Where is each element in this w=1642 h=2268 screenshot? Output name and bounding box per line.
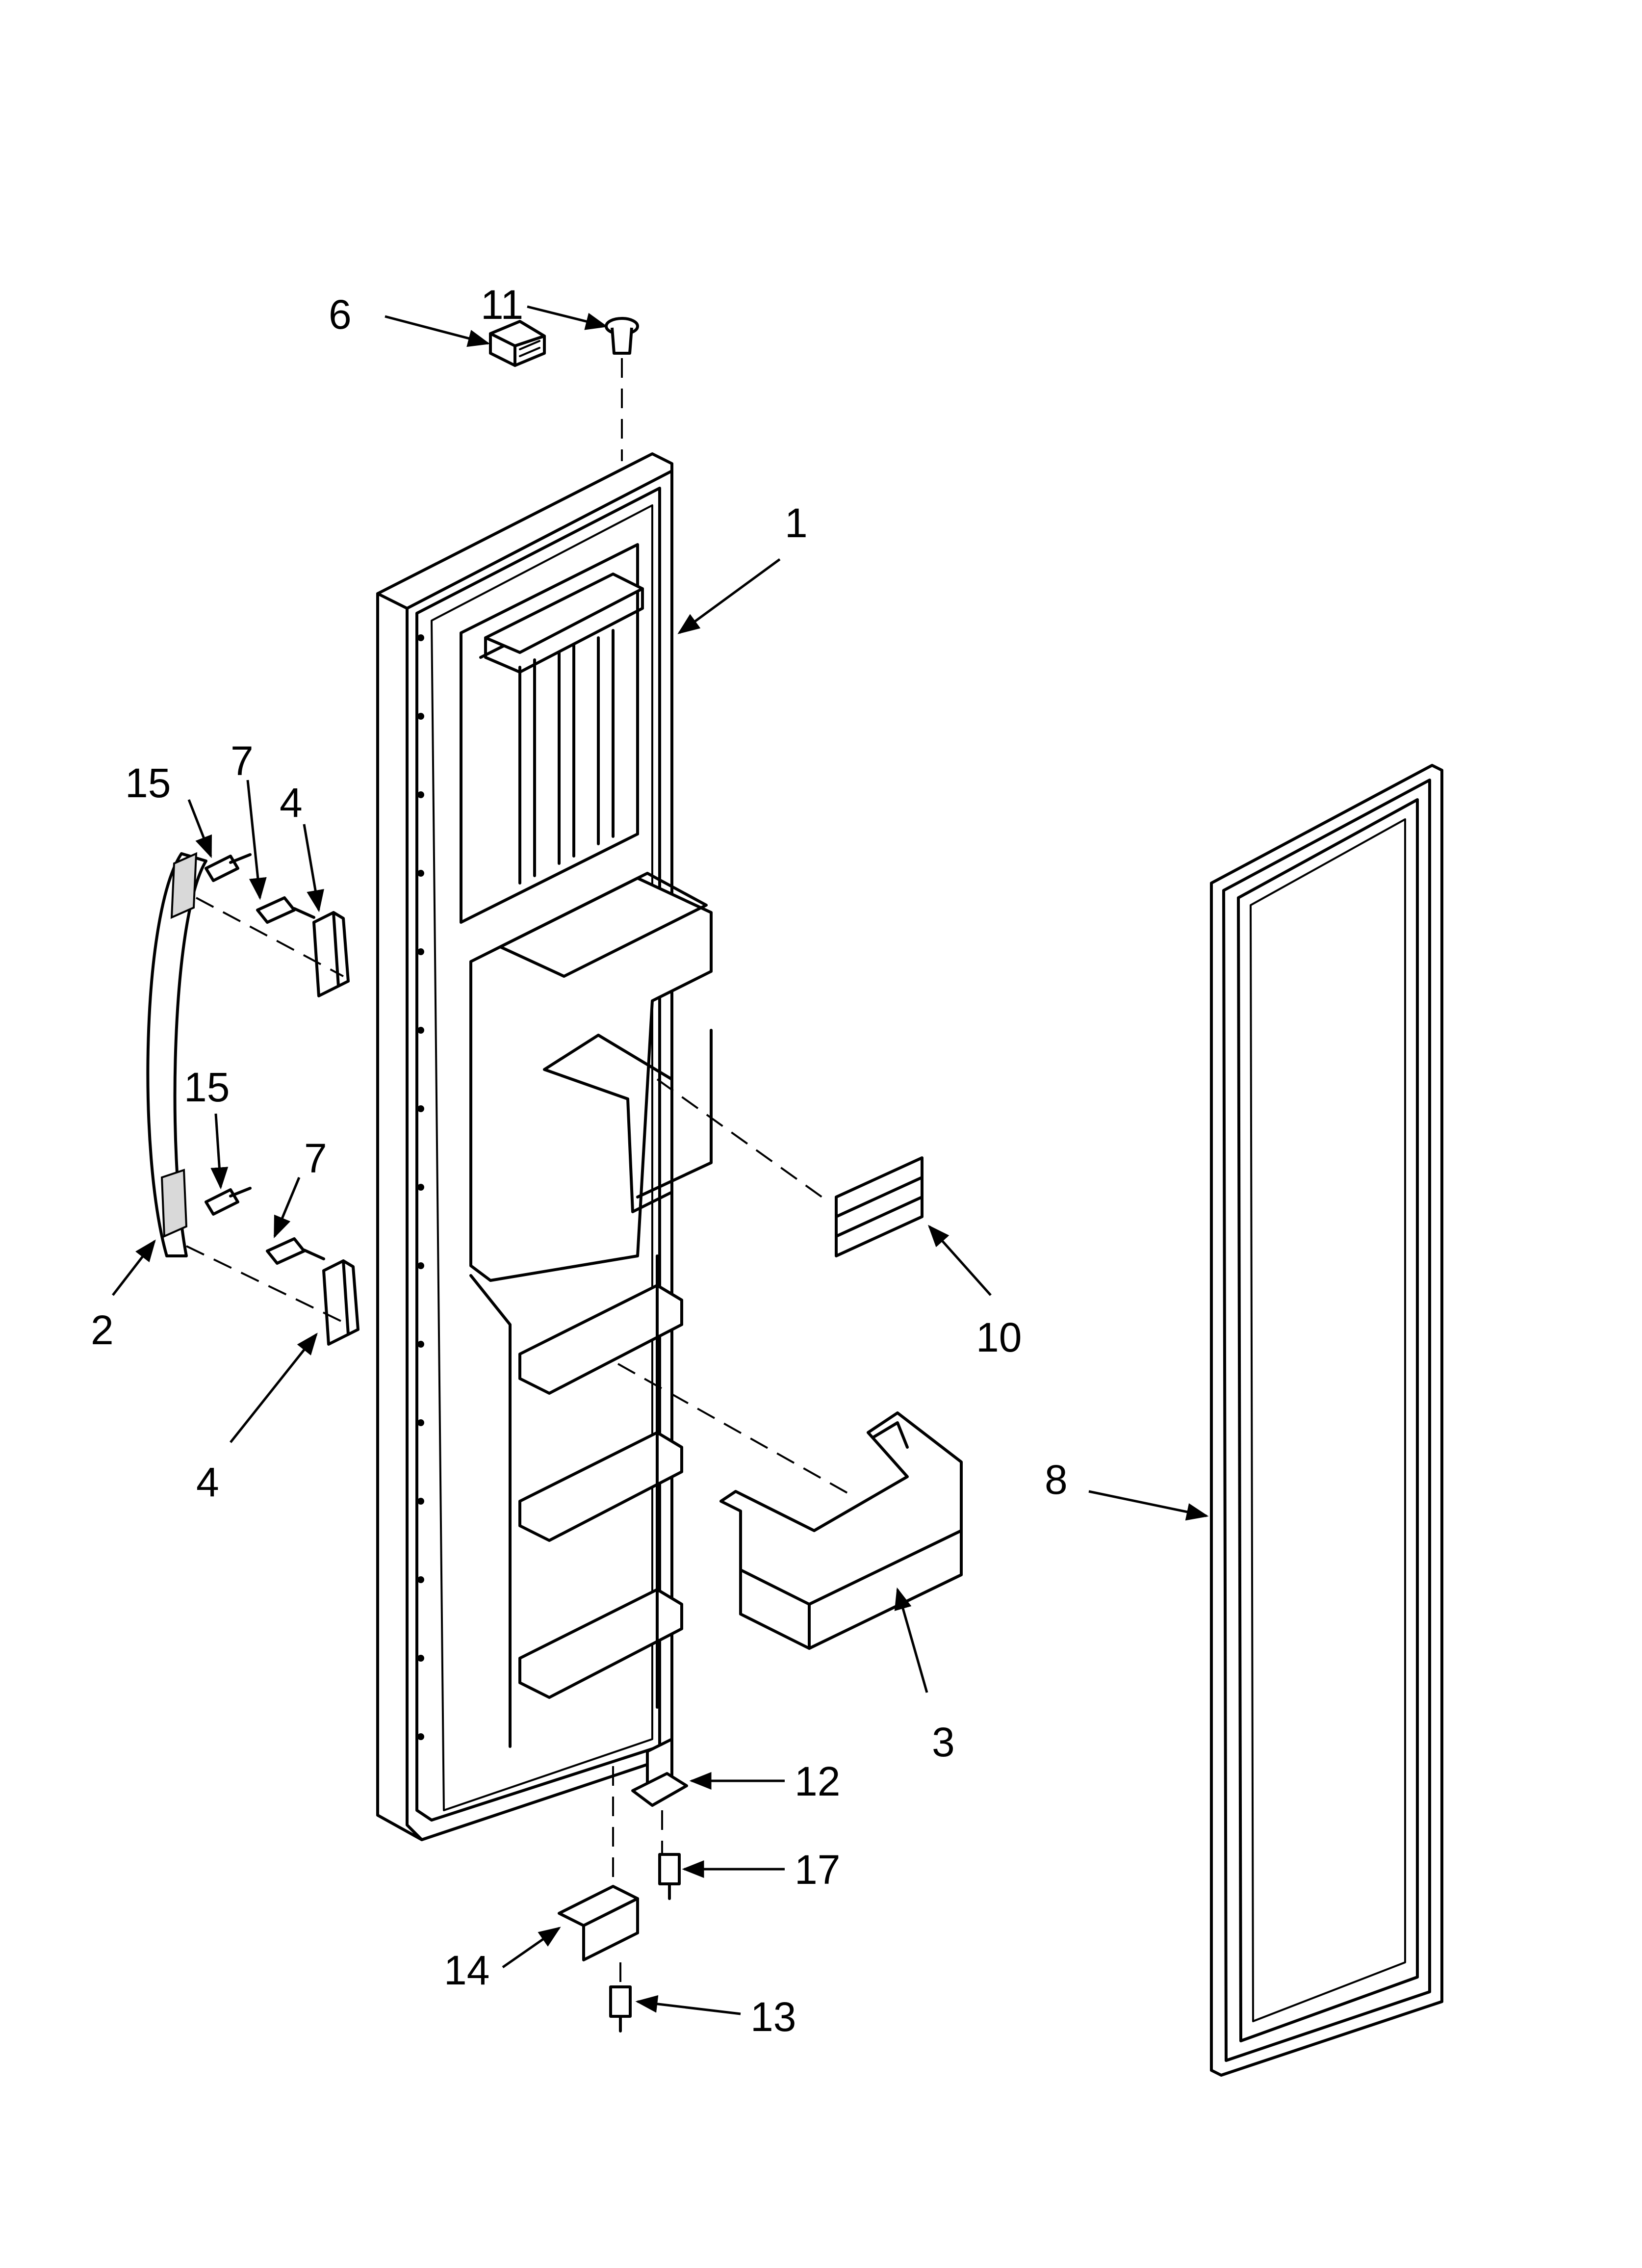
callout-4-upper: 4 bbox=[280, 780, 303, 826]
part-15-screw-lower bbox=[205, 1187, 252, 1216]
part-14-hinge-plate bbox=[558, 1766, 639, 1961]
callout-15-lower: 15 bbox=[184, 1064, 230, 1110]
part-8-gasket bbox=[1210, 764, 1443, 2077]
part-10-trim bbox=[835, 1156, 924, 1257]
part-4-bracket-upper bbox=[312, 911, 350, 997]
callout-15-upper: 15 bbox=[125, 760, 171, 806]
callout-labels: 1 2 3 4 4 6 7 7 8 10 11 12 13 14 15 15 1… bbox=[91, 282, 1068, 2040]
door-assembly bbox=[376, 452, 713, 1841]
part-15-screw-upper bbox=[205, 853, 252, 882]
door-shelves bbox=[469, 1254, 683, 1748]
part-12-hinge-pin bbox=[631, 1738, 688, 1854]
part-7-screw-upper bbox=[256, 896, 315, 924]
part-17-screw bbox=[658, 1853, 681, 1900]
callout-7-lower: 7 bbox=[304, 1135, 327, 1181]
callout-7-upper: 7 bbox=[231, 738, 254, 784]
callout-3: 3 bbox=[932, 1719, 955, 1765]
part-13-screw bbox=[609, 1962, 632, 2033]
callout-6: 6 bbox=[329, 291, 352, 338]
callout-2: 2 bbox=[91, 1307, 114, 1353]
door-edge-holes bbox=[417, 634, 424, 1740]
part-7-screw-lower bbox=[266, 1237, 325, 1265]
callout-11: 11 bbox=[481, 282, 523, 328]
part-11-plug bbox=[605, 317, 639, 461]
part-2-handle bbox=[146, 852, 207, 1257]
leader-lines bbox=[112, 305, 1209, 2015]
callout-12: 12 bbox=[795, 1758, 840, 1804]
callout-17: 17 bbox=[795, 1847, 840, 1893]
callout-4-lower: 4 bbox=[196, 1459, 219, 1505]
callout-14: 14 bbox=[444, 1947, 489, 1993]
part-3-door-bin bbox=[719, 1411, 963, 1650]
part-6-connector bbox=[489, 320, 546, 367]
callout-13: 13 bbox=[750, 1994, 796, 2040]
callout-1: 1 bbox=[785, 500, 808, 546]
callout-10: 10 bbox=[976, 1314, 1022, 1360]
callout-8: 8 bbox=[1045, 1457, 1068, 1503]
part-4-bracket-lower bbox=[322, 1259, 359, 1346]
